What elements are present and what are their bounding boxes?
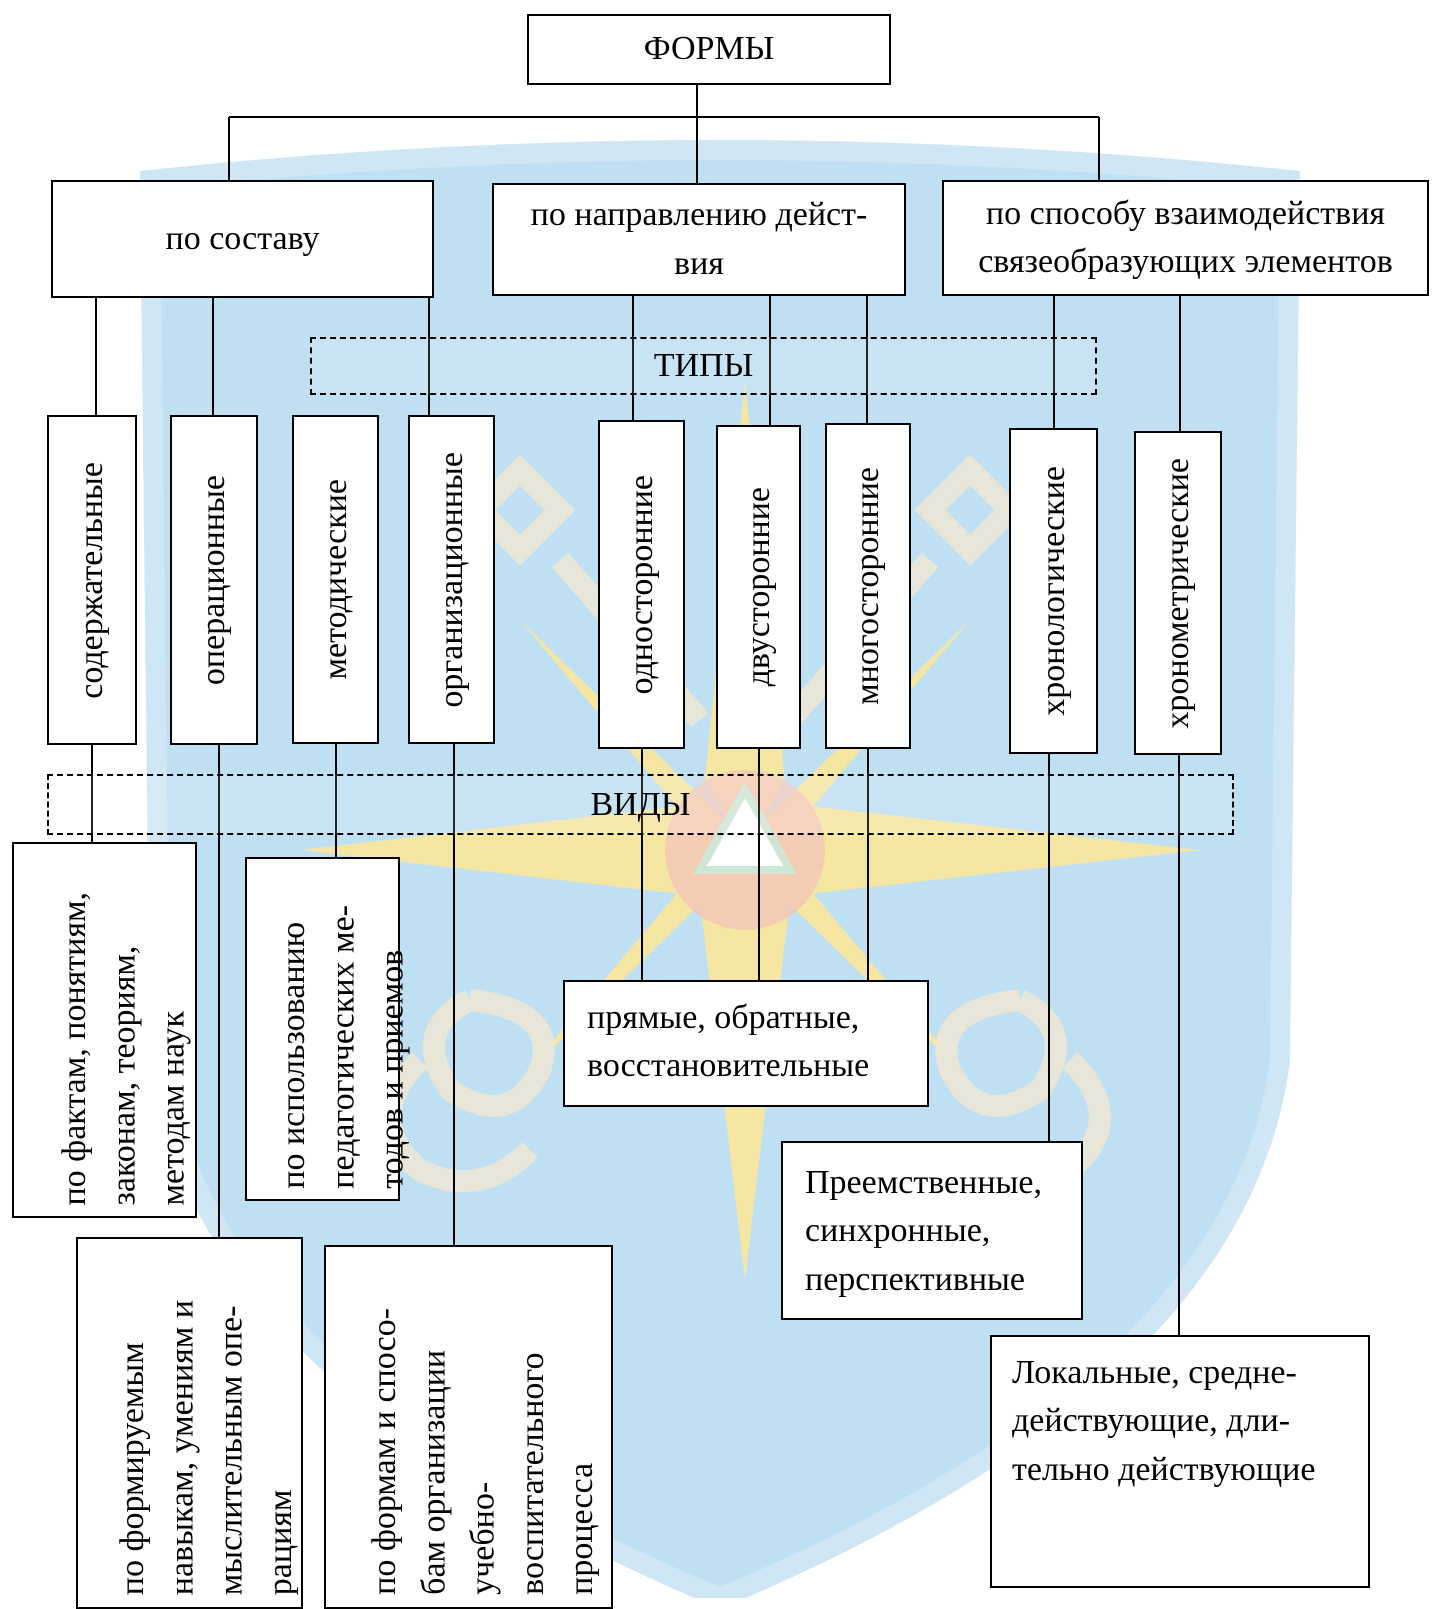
kind-chronological-text: Преемственные, синхронные, перспективные <box>805 1164 1042 1298</box>
type-chronological-label: хронологические <box>1034 466 1072 716</box>
kind-organizational: по формам и спосо- бам организации учебн… <box>324 1245 613 1609</box>
type-organizational-label: организационные <box>432 451 470 708</box>
kind-methodical-text: по использованию педагогических ме- тодо… <box>275 905 411 1189</box>
criterion-composition: по составу <box>51 180 434 298</box>
type-methodical: методические <box>292 415 379 744</box>
type-chronological: хронологические <box>1009 428 1098 754</box>
type-chronometric: хронометрические <box>1134 431 1222 755</box>
kind-operational: по формируемым навыкам, умениям и мыслит… <box>76 1237 303 1609</box>
kind-chronological: Преемственные, синхронные, перспективные <box>781 1141 1083 1320</box>
criterion-interaction: по способу взаимодействия связеобразующи… <box>942 180 1429 296</box>
types-label: ТИПЫ <box>653 347 754 384</box>
type-content: содержательные <box>47 415 137 745</box>
type-operational: операционные <box>170 415 258 745</box>
type-multi-sided-label: многосторонние <box>849 467 886 705</box>
type-content-label: содержательные <box>73 461 110 699</box>
type-one-sided-label: односторонние <box>622 474 660 695</box>
kind-direction: прямые, обратные, восстановительные <box>563 980 929 1107</box>
type-one-sided: односторонние <box>598 420 685 749</box>
kind-content: по фактам, понятиям, законам, теориям, м… <box>12 842 197 1218</box>
type-operational-label: операционные <box>195 474 232 686</box>
criterion-direction: по направлению дейст- вия <box>492 183 906 296</box>
type-multi-sided: многосторонние <box>825 423 911 749</box>
root-box: ФОРМЫ <box>527 14 891 85</box>
kind-organizational-text: по формам и спосо- бам организации учебн… <box>366 1308 601 1595</box>
emblem-triangle <box>693 781 797 874</box>
kind-content-text: по фактам, понятиям, законам, теориям, м… <box>56 892 192 1206</box>
kind-operational-text: по формируемым навыкам, умениям и мыслит… <box>114 1299 299 1595</box>
type-two-sided: двусторонние <box>716 425 801 749</box>
type-chronometric-label: хронометрические <box>1159 457 1196 729</box>
kinds-band: ВИДЫ <box>47 774 1234 835</box>
kind-chronometric-text: Локальные, средне- действующие, дли- тел… <box>1012 1354 1316 1488</box>
kind-direction-text: прямые, обратные, восстановительные <box>587 999 870 1085</box>
type-two-sided-label: двусторонние <box>739 487 777 687</box>
type-organizational: организационные <box>408 415 495 744</box>
types-band: ТИПЫ <box>310 337 1097 395</box>
kind-chronometric: Локальные, средне- действующие, дли- тел… <box>990 1335 1370 1588</box>
kinds-label: ВИДЫ <box>590 785 691 823</box>
root-title: ФОРМЫ <box>643 30 775 68</box>
criterion-direction-label: по направлению дейст- вия <box>530 196 868 282</box>
criterion-composition-label: по составу <box>165 219 320 257</box>
kind-methodical: по использованию педагогических ме- тодо… <box>245 857 411 1201</box>
criterion-interaction-label: по способу взаимодействия связеобразующи… <box>978 194 1393 280</box>
type-methodical-label: методические <box>316 479 354 680</box>
